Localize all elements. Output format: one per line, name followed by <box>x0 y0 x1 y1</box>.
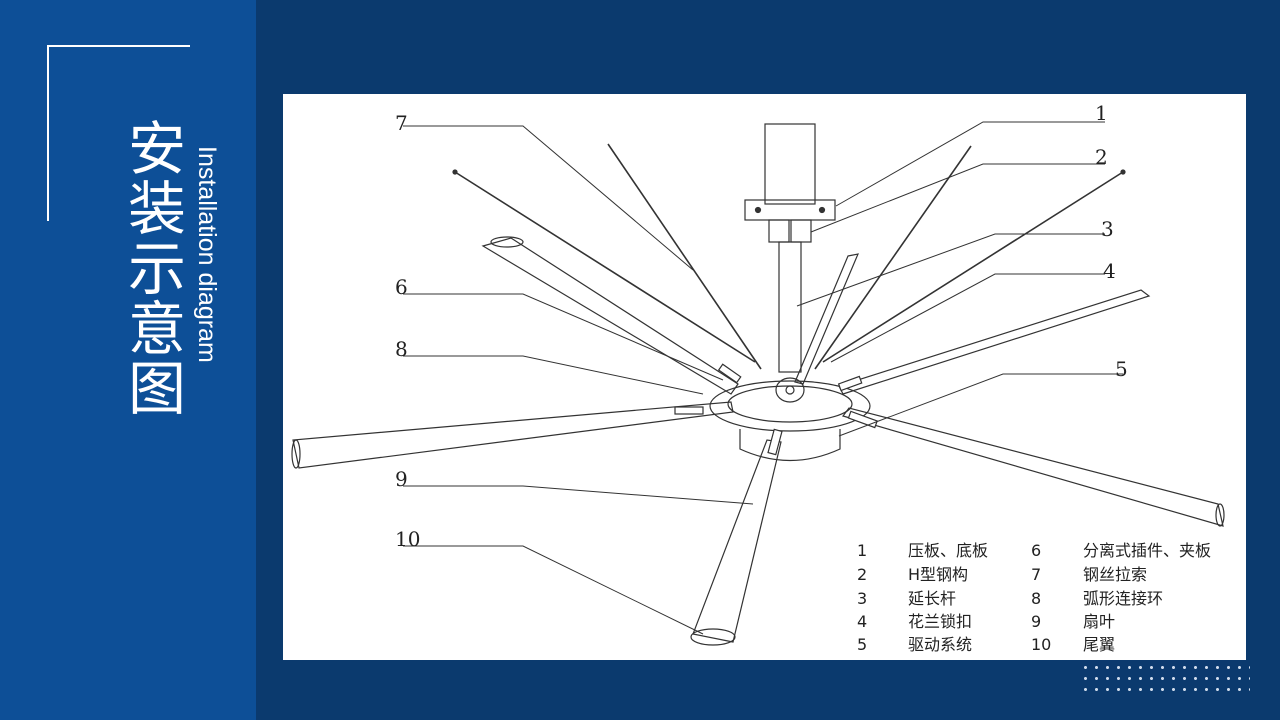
legend-num-6: 6 <box>1031 541 1041 560</box>
mount-assembly <box>744 123 836 373</box>
callout-numbers: 1 2 3 4 5 6 7 8 9 10 <box>395 101 1128 551</box>
corner-line-vertical <box>47 45 49 221</box>
page-subtitle: Installation diagram <box>193 146 221 363</box>
callout-8: 8 <box>395 337 408 361</box>
legend-label-3: 延长杆 <box>908 589 956 608</box>
legend-num-9: 9 <box>1031 612 1041 631</box>
legend-num-4: 4 <box>857 612 867 631</box>
drive-hub <box>709 377 871 462</box>
fan-blades <box>291 236 1225 646</box>
legend-label-4: 花兰锁扣 <box>908 612 972 631</box>
legend: 1 压板、底板 2 H型钢构 3 延长杆 4 花兰锁扣 5 驱动系统 6 分离式… <box>857 541 1211 654</box>
blade-clamps <box>674 363 878 456</box>
legend-label-6: 分离式插件、夹板 <box>1083 541 1211 560</box>
callout-10: 10 <box>395 527 420 551</box>
legend-num-7: 7 <box>1031 565 1041 584</box>
callout-4: 4 <box>1103 259 1116 283</box>
page-title: 安装示意图 <box>118 118 186 418</box>
legend-label-7: 钢丝拉索 <box>1083 565 1147 584</box>
corner-line-horizontal <box>47 45 190 47</box>
fan-diagram-svg: 1 2 3 4 5 6 7 8 9 10 1 压板、底板 2 H型钢构 3 延长… <box>291 101 1225 654</box>
legend-label-1: 压板、底板 <box>908 541 988 560</box>
legend-num-2: 2 <box>857 565 867 584</box>
left-panel: 安装示意图 Installation diagram <box>0 0 256 720</box>
callout-5: 5 <box>1115 357 1128 381</box>
wire-ropes <box>454 143 1124 370</box>
legend-num-8: 8 <box>1031 589 1041 608</box>
legend-num-3: 3 <box>857 589 867 608</box>
legend-num-10: 10 <box>1031 635 1051 654</box>
legend-num-5: 5 <box>857 635 867 654</box>
callout-7: 7 <box>395 111 408 135</box>
legend-num-1: 1 <box>857 541 867 560</box>
decorative-dot-grid <box>1080 662 1250 696</box>
callout-3: 3 <box>1101 217 1114 241</box>
legend-label-8: 弧形连接环 <box>1083 589 1163 608</box>
legend-label-5: 驱动系统 <box>908 635 972 654</box>
legend-label-2: H型钢构 <box>908 565 968 584</box>
leader-lines <box>403 121 1123 635</box>
callout-2: 2 <box>1095 145 1108 169</box>
callout-9: 9 <box>395 467 408 491</box>
installation-diagram: 1 2 3 4 5 6 7 8 9 10 1 压板、底板 2 H型钢构 3 延长… <box>283 94 1246 660</box>
callout-6: 6 <box>395 275 408 299</box>
legend-label-9: 扇叶 <box>1083 612 1115 631</box>
legend-label-10: 尾翼 <box>1083 635 1115 654</box>
callout-1: 1 <box>1095 101 1108 125</box>
